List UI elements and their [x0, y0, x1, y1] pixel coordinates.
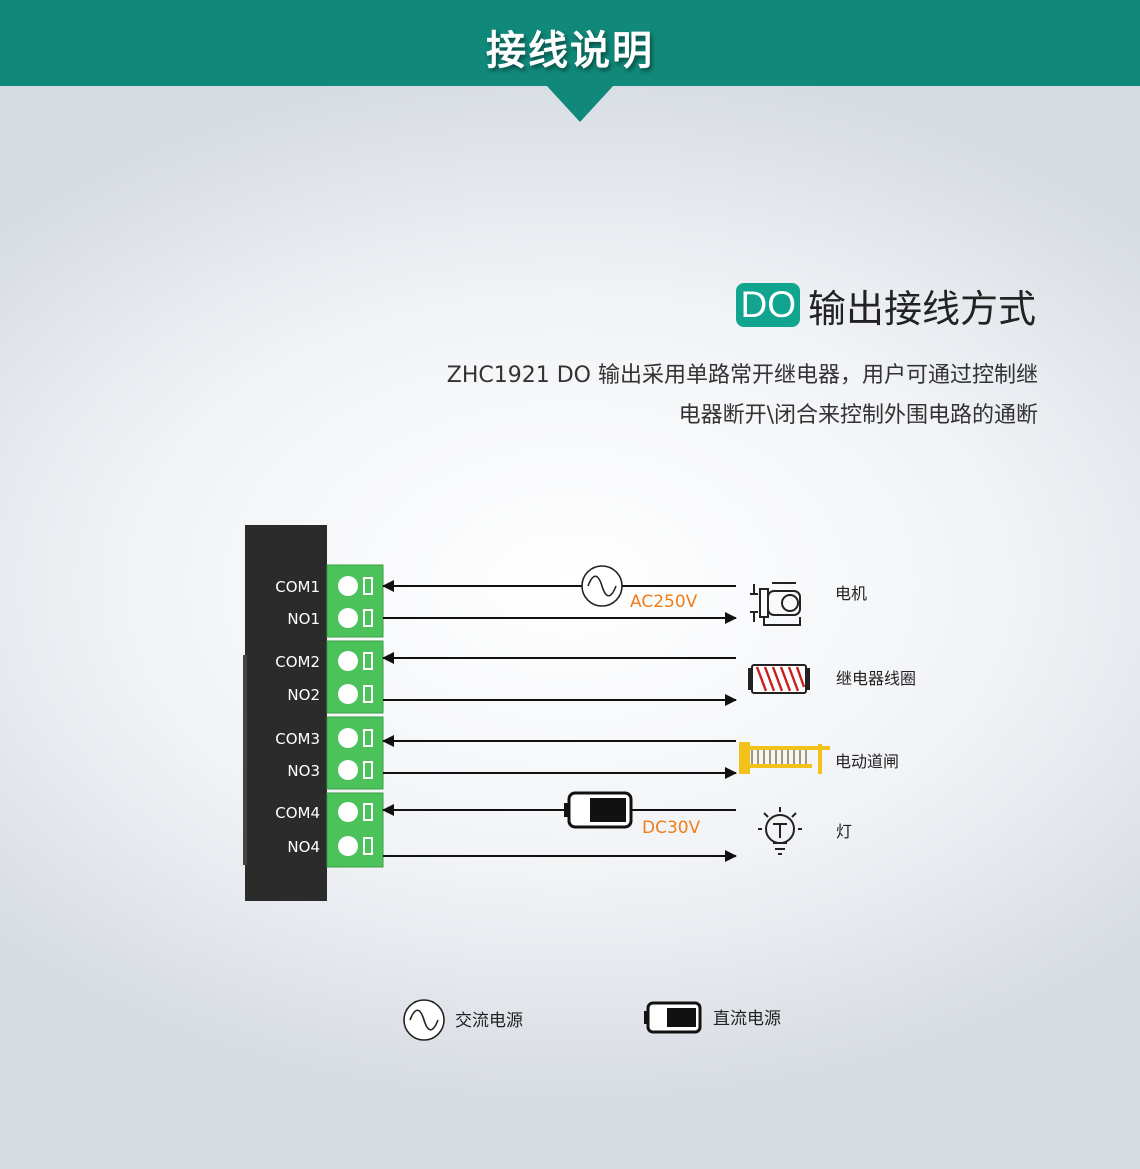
terminal-screw[interactable] — [338, 836, 358, 856]
page-title: 接线说明 — [486, 28, 654, 74]
header-bar — [0, 0, 1140, 86]
pin-label-com: COM4 — [275, 804, 320, 822]
device-body — [245, 525, 327, 901]
pin-label-no: NO4 — [287, 838, 320, 856]
device-edge — [243, 655, 247, 865]
pin-label-no: NO2 — [287, 686, 320, 704]
legend-ac-label: 交流电源 — [455, 1011, 523, 1031]
barrier-gate-icon — [739, 742, 830, 774]
terminal-slot — [363, 652, 373, 670]
terminal-screw[interactable] — [338, 802, 358, 822]
terminal-screw[interactable] — [338, 684, 358, 704]
terminal-slot — [363, 685, 373, 703]
description-line-2: 电器断开\闭合来控制外围电路的通断 — [678, 403, 1038, 428]
description-line-1: ZHC1921 DO 输出采用单路常开继电器，用户可通过控制继 — [446, 363, 1038, 388]
pin-label-no: NO3 — [287, 762, 320, 780]
relay-coil-icon — [748, 664, 810, 694]
legend-ac-icon — [403, 999, 445, 1041]
dc-source-icon — [564, 791, 633, 829]
load-label-barrier-gate: 电动道闸 — [835, 752, 899, 771]
legend-dc-label: 直流电源 — [713, 1009, 781, 1029]
terminal-screw[interactable] — [338, 576, 358, 596]
lamp-icon — [758, 807, 802, 855]
section-description: ZHC1921 DO 输出采用单路常开继电器，用户可通过控制继 电器断开\闭合来… — [318, 356, 1038, 436]
terminal-block-3 — [326, 716, 384, 790]
terminal-block-1 — [326, 564, 384, 638]
load-label-motor: 电机 — [835, 584, 867, 603]
ac-source-icon — [581, 565, 623, 607]
terminal-slot — [363, 609, 373, 627]
section-title: 输出接线方式 — [807, 286, 1036, 331]
terminal-slot — [363, 761, 373, 779]
pin-label-com: COM2 — [275, 653, 320, 671]
dc-voltage-label: DC30V — [642, 818, 701, 838]
pin-label-com: COM3 — [275, 730, 320, 748]
terminal-screw[interactable] — [338, 608, 358, 628]
terminal-slot — [363, 803, 373, 821]
load-label-lamp: 灯 — [836, 822, 852, 841]
terminal-screw[interactable] — [338, 728, 358, 748]
header-notch — [546, 85, 614, 122]
section-heading: DO 输出接线方式 — [736, 280, 1036, 331]
terminal-block-4 — [326, 792, 384, 868]
terminal-screw[interactable] — [338, 760, 358, 780]
pin-label-no: NO1 — [287, 610, 320, 628]
terminal-slot — [363, 729, 373, 747]
load-label-relay-coil: 继电器线圈 — [836, 669, 916, 688]
wires — [382, 580, 737, 862]
legend-dc-icon — [644, 1001, 702, 1034]
motor-icon — [750, 582, 801, 626]
do-badge: DO — [736, 283, 800, 327]
terminal-screw[interactable] — [338, 651, 358, 671]
terminal-slot — [363, 577, 373, 595]
ac-voltage-label: AC250V — [630, 592, 698, 612]
terminal-slot — [363, 837, 373, 855]
pin-label-com: COM1 — [275, 578, 320, 596]
terminal-block-2 — [326, 640, 384, 714]
